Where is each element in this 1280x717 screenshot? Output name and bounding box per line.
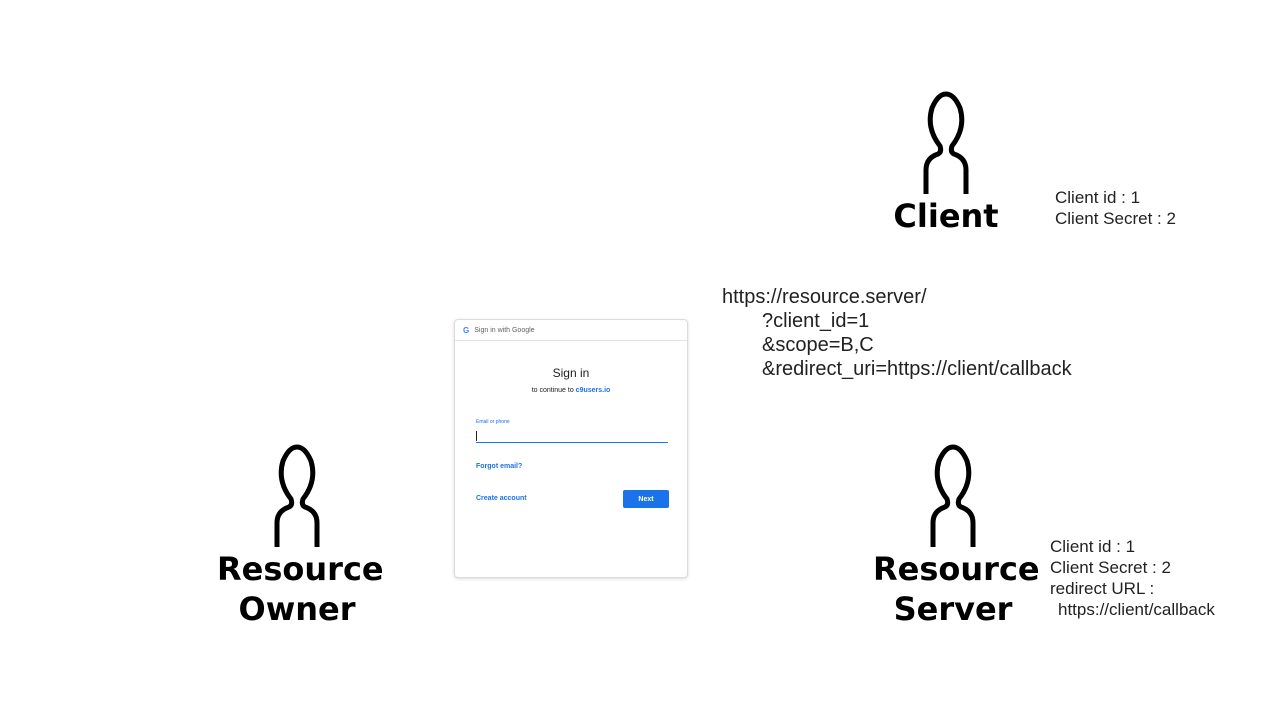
url-redirect: &redirect_uri=https://client/callback [762, 358, 1072, 380]
next-button[interactable]: Next [623, 490, 669, 508]
google-g-icon: G [463, 325, 470, 335]
url-base: https://resource.server/ [722, 286, 927, 308]
resource-server-label-line1: Resource [873, 550, 1040, 588]
server-client-id-note: Client id : 1 [1050, 537, 1136, 556]
create-account-link[interactable]: Create account [476, 495, 527, 502]
client-secret-note: Client Secret : 2 [1055, 209, 1176, 228]
resource-server-notes: Client id : 1 Client Secret : 2 redirect… [1050, 536, 1215, 620]
signin-header: G Sign in with Google [455, 320, 687, 341]
client-id-note: Client id : 1 [1055, 188, 1141, 207]
signin-app-link[interactable]: c9users.io [575, 387, 611, 394]
person-icon [923, 91, 969, 194]
person-icon [930, 444, 976, 547]
client-notes: Client id : 1 Client Secret : 2 [1055, 187, 1176, 229]
signin-title: Sign in [552, 366, 590, 380]
resource-server-actor: Resource Server [873, 441, 1040, 629]
signin-header-text: Sign in with Google [474, 326, 535, 334]
url-scope: &scope=B,C [762, 334, 874, 356]
resource-owner-label-line2: Owner [238, 590, 356, 628]
forgot-email-link[interactable]: Forgot email? [476, 463, 523, 470]
server-redirect-label: redirect URL : [1050, 579, 1155, 598]
client-label: Client [893, 197, 999, 235]
resource-owner-label-line1: Resource [217, 550, 384, 588]
server-redirect-url: https://client/callback [1058, 600, 1215, 619]
signin-subtitle: to continue to c9users.io [455, 387, 687, 394]
person-icon [274, 444, 320, 547]
signin-subtitle-prefix: to continue to [531, 387, 576, 394]
authorization-url: https://resource.server/ ?client_id=1 &s… [722, 285, 1072, 381]
client-actor: Client [890, 88, 1002, 236]
url-client-id: ?client_id=1 [762, 310, 870, 332]
resource-server-label-line2: Server [893, 590, 1013, 628]
google-signin-card: G Sign in with Google Sign in to continu… [454, 319, 688, 578]
email-field[interactable] [476, 429, 668, 443]
resource-owner-actor: Resource Owner [217, 441, 384, 629]
text-caret [476, 431, 477, 441]
email-field-label: Email or phone [476, 419, 510, 425]
server-client-secret-note: Client Secret : 2 [1050, 558, 1171, 577]
